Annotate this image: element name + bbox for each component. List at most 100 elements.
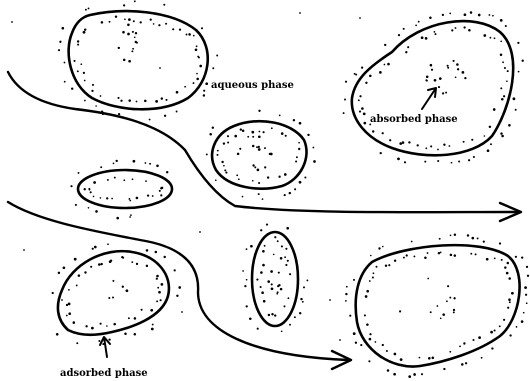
adsorbed-dot: [387, 369, 390, 372]
adsorbed-dot: [421, 36, 424, 39]
adsorbed-dot: [302, 301, 304, 303]
adsorbed-dot: [313, 160, 316, 163]
adsorbed-dot: [521, 320, 524, 323]
adsorbed-dot: [360, 344, 362, 346]
adsorbed-dot: [224, 169, 226, 171]
adsorbed-dot: [198, 57, 200, 59]
adsorbed-dot: [156, 278, 158, 280]
adsorbed-dot: [75, 204, 77, 206]
adsorbed-dot: [278, 176, 280, 178]
adsorbed-dot: [468, 159, 470, 161]
adsorbed-dot: [221, 161, 223, 163]
adsorbed-dot: [136, 197, 139, 200]
adsorbed-dot: [516, 326, 518, 328]
adsorbed-dot: [203, 94, 205, 96]
adsorbed-dot: [450, 254, 453, 257]
adsorbed-dot: [366, 290, 369, 293]
absorbed-dot: [239, 148, 241, 150]
adsorbed-dot: [394, 353, 397, 356]
adsorbed-dot: [238, 178, 240, 180]
adsorbed-dot: [299, 122, 302, 125]
adsorbed-dot: [500, 19, 503, 22]
adsorbed-dot: [503, 319, 505, 321]
adsorbed-dot: [159, 67, 161, 69]
adsorbed-dot: [76, 284, 78, 286]
adsorbed-dot: [491, 347, 493, 349]
particles: [58, 11, 520, 366]
absorbed-dot: [277, 291, 279, 293]
adsorbed-dot: [464, 13, 467, 16]
absorbed-dot: [280, 288, 283, 291]
adsorbed-dot: [95, 210, 98, 213]
adsorbed-dot: [355, 74, 357, 76]
adsorbed-dot: [434, 31, 436, 33]
adsorbed-dot: [307, 134, 309, 136]
adsorbed-dot: [262, 250, 265, 253]
adsorbed-dot: [508, 298, 511, 301]
adsorbed-dot: [156, 275, 159, 278]
adsorbed-dot: [289, 273, 291, 275]
adsorbed-dot: [196, 78, 199, 81]
adsorbed-dot: [146, 249, 149, 252]
adsorbed-dot: [223, 165, 225, 167]
adsorbed-dot: [407, 46, 409, 48]
absorbed-dot: [278, 272, 280, 274]
adsorbed-dot: [161, 187, 163, 189]
adsorbed-dot: [430, 145, 432, 147]
absorbed-dot: [439, 77, 442, 80]
adsorbed-dot: [161, 283, 164, 286]
adsorbed-dot: [84, 188, 86, 190]
adsorbed-dot: [281, 132, 284, 135]
adsorbed-dot: [477, 237, 479, 239]
adsorbed-dot: [403, 28, 405, 30]
adsorbed-dot: [486, 258, 489, 261]
adsorbed-dot: [411, 241, 413, 243]
adsorbed-dot: [58, 272, 60, 274]
adsorbed-dot: [260, 271, 263, 274]
adsorbed-dot: [52, 292, 54, 294]
adsorbed-dot: [500, 87, 502, 89]
adsorbed-dot: [449, 145, 451, 147]
adsorbed-dot: [236, 174, 238, 176]
adsorbed-dot: [217, 150, 219, 152]
adsorbed-dot: [160, 299, 162, 301]
absorbed-dot: [256, 146, 258, 148]
adsorbed-dot: [134, 0, 136, 2]
adsorbed-dot: [225, 172, 227, 174]
adsorbed-dot: [212, 126, 214, 128]
absorbed-dot: [134, 36, 136, 38]
adsorbed-dot: [64, 62, 66, 64]
adsorbed-dot: [91, 90, 93, 92]
aqueous-phase-label: aqueous phase: [211, 80, 294, 91]
adsorbed-dot: [128, 317, 130, 319]
absorbed-dot: [124, 18, 126, 20]
adsorbed-dot: [152, 324, 154, 326]
absorbed-dot: [131, 50, 133, 52]
adsorbed-dot: [128, 18, 131, 21]
adsorbed-dot: [196, 45, 198, 47]
adsorbed-dot: [178, 286, 181, 289]
absorbed-dot: [455, 76, 457, 78]
adsorbed-dot: [508, 124, 511, 127]
absorbed-dot: [399, 310, 401, 312]
absorbed-dot: [127, 33, 130, 36]
adsorbed-dot: [149, 119, 151, 121]
adsorbed-dot: [91, 327, 94, 330]
adsorbed-dot: [95, 105, 97, 107]
absorbed-dot: [132, 48, 134, 50]
absorbed-dot: [431, 69, 433, 71]
adsorbed-dot: [78, 274, 81, 277]
adsorbed-dot: [500, 54, 503, 57]
absorbed-dot: [264, 166, 266, 168]
adsorbed-dot: [132, 178, 134, 180]
adsorbed-dot: [77, 70, 79, 72]
adsorbed-dot: [141, 309, 143, 311]
adsorbed-dot: [264, 245, 266, 247]
adsorbed-dot: [123, 4, 125, 6]
adsorbed-dot: [349, 315, 351, 317]
adsorbed-dot: [286, 227, 289, 230]
adsorbed-dot: [489, 126, 491, 128]
adsorbed-dot: [526, 266, 528, 268]
adsorbed-dot: [408, 375, 411, 378]
adsorbed-dot: [443, 368, 445, 370]
